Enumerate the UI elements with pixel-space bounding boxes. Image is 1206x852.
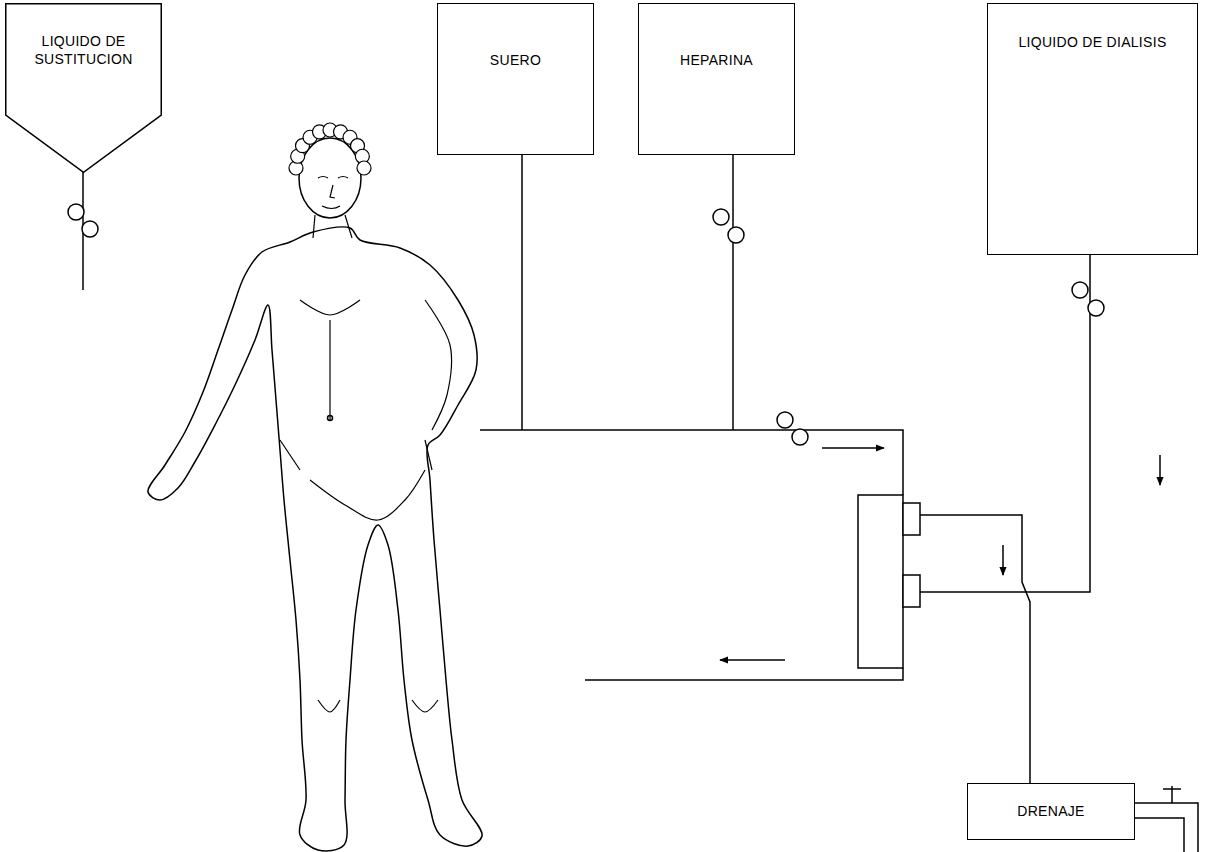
drain-pipe	[1135, 803, 1198, 852]
body-detail	[412, 700, 438, 712]
filter-port	[903, 575, 920, 607]
dialysate-tank: LIQUIDO DE DIALISIS	[987, 3, 1198, 255]
pump-roller	[777, 412, 793, 428]
flow-arrow	[822, 447, 884, 449]
bag-shape	[6, 4, 162, 173]
filter-port	[903, 503, 920, 535]
flow-arrow	[720, 659, 785, 661]
pump-roller	[82, 221, 98, 237]
pump-roller	[792, 429, 808, 445]
dialysate-out-line	[920, 515, 1030, 783]
navel	[328, 416, 333, 421]
venous-line	[585, 668, 903, 680]
box-label: LIQUIDO DE SUSTITUCION	[5, 33, 162, 68]
saline-bag: SUERO	[437, 3, 594, 155]
hair-curl	[357, 161, 371, 175]
body-detail	[329, 320, 330, 420]
pump-roller	[1072, 282, 1088, 298]
heparin-pump: HEPARINA	[638, 3, 795, 155]
box-label: DRENAJE	[968, 803, 1134, 821]
body-detail	[310, 470, 425, 520]
body-detail	[425, 300, 452, 430]
heparin-line	[732, 155, 734, 430]
drain-pipe	[1135, 818, 1184, 852]
body-detail	[345, 215, 352, 238]
flow-arrow	[1002, 545, 1004, 575]
pump-roller	[68, 204, 84, 220]
box-label: LIQUIDO DE DIALISIS	[988, 34, 1197, 52]
arterial-line	[480, 430, 903, 495]
substitution-fluid-bag: LIQUIDO DE SUSTITUCION	[5, 3, 162, 173]
dialyzer-filter	[858, 495, 903, 668]
pump-roller	[1088, 300, 1104, 316]
body-outline	[148, 227, 482, 851]
dialysate-in-line	[920, 255, 1090, 592]
box-label: SUERO	[438, 52, 593, 70]
drain-box: DRENAJE	[967, 783, 1135, 840]
body-detail	[318, 700, 340, 712]
body-detail	[300, 300, 360, 315]
body-detail	[313, 215, 315, 238]
drain-tap	[1163, 788, 1181, 790]
body-detail	[280, 440, 300, 470]
human-figure	[148, 123, 482, 851]
flow-arrow	[1159, 455, 1161, 485]
pump-roller	[728, 227, 744, 243]
pump-roller	[713, 209, 729, 225]
body-detail	[425, 440, 432, 470]
box-label: HEPARINA	[639, 52, 794, 70]
bag-outline	[5, 3, 162, 173]
saline-line	[521, 155, 523, 430]
face	[318, 177, 348, 209]
